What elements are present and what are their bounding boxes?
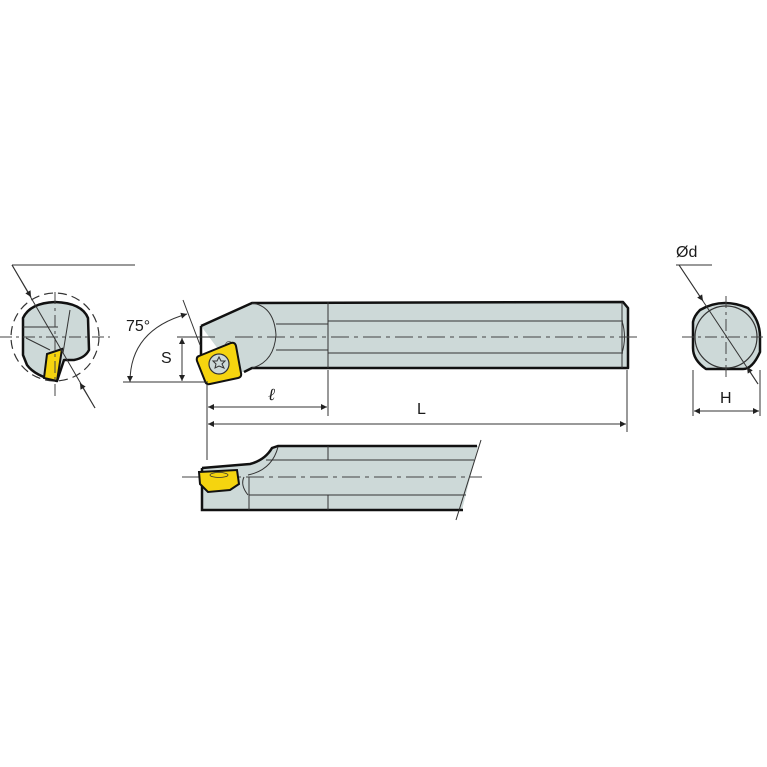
left-end-view [0,264,135,409]
right-end-view [676,264,767,416]
insert-left-view [42,347,64,383]
insert-top-view [195,341,243,386]
top-view [195,300,640,386]
insert-side-view [197,468,241,494]
top-view-dimensions [123,299,628,432]
l-small-dimension-label: ℓ [268,385,276,404]
height-label: H [720,390,732,407]
diameter-label: Ød [676,244,698,261]
l-total-dimension-label: L [417,401,426,418]
angle-label: 75° [126,318,151,335]
side-view [182,432,482,521]
torx-screw-icon [211,355,227,369]
s-dimension-label: S [161,350,172,367]
